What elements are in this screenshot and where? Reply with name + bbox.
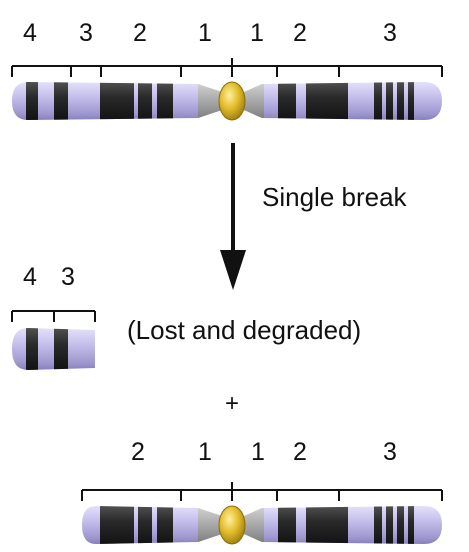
- region-label: 1: [250, 19, 264, 47]
- region-label: 3: [383, 438, 397, 466]
- plus-sign: +: [224, 390, 240, 417]
- region-label: 1: [251, 438, 265, 466]
- region-label: 3: [61, 263, 75, 291]
- region-label: 1: [198, 438, 212, 466]
- region-label: 2: [293, 19, 307, 47]
- region-label: 2: [131, 438, 145, 466]
- region-label: 1: [198, 19, 212, 47]
- region-label: 2: [293, 438, 307, 466]
- region-label: 3: [383, 19, 397, 47]
- region-label: 2: [133, 19, 147, 47]
- region-label: 4: [23, 19, 37, 47]
- region-label: 4: [23, 263, 37, 291]
- region-label: 3: [79, 19, 93, 47]
- lost-and-degraded-caption: (Lost and degraded): [127, 315, 362, 345]
- single-break-label: Single break: [262, 182, 407, 212]
